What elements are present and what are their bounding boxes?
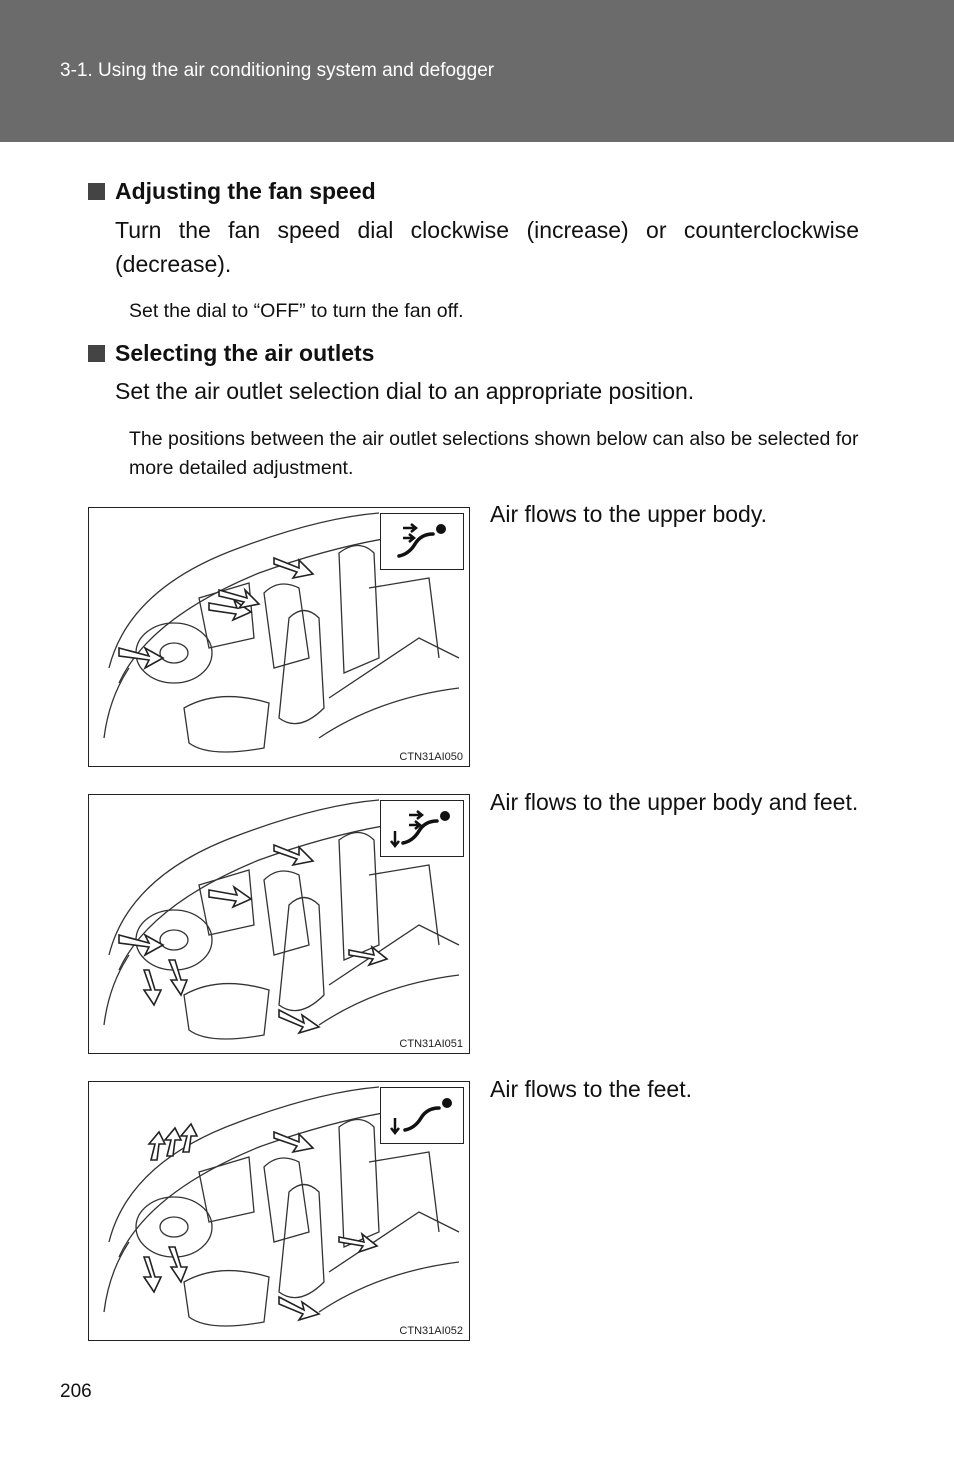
- air-outlets-note: The positions between the air outlet sel…: [129, 428, 859, 479]
- figure-caption-upper-body-and-feet: Air flows to the upper body and feet.: [490, 789, 859, 815]
- figure-code: CTN31AI050: [399, 751, 463, 763]
- section-heading-fan-speed: Adjusting the fan speed: [88, 178, 376, 205]
- figure-code: CTN31AI052: [399, 1325, 463, 1337]
- car-interior-illustration: [103, 1086, 460, 1327]
- page-header: 3-1. Using the air conditioning system a…: [0, 0, 954, 142]
- fan-speed-heading: Adjusting the fan speed: [115, 178, 376, 204]
- car-interior-illustration: [103, 799, 460, 1040]
- fan-speed-note: Set the dial to “OFF” to turn the fan of…: [129, 300, 464, 322]
- figure-feet: CTN31AI052: [88, 1081, 470, 1341]
- figure-code: CTN31AI051: [399, 1038, 463, 1050]
- air-outlets-body: Set the air outlet selection dial to an …: [115, 378, 695, 404]
- figure-upper-body: CTN31AI050: [88, 507, 470, 767]
- page-number: 206: [60, 1381, 92, 1402]
- fan-speed-body: Turn the fan speed dial clockwise (incre…: [115, 217, 859, 277]
- figure-upper-body-and-feet: CTN31AI051: [88, 794, 470, 1054]
- car-interior-illustration: [103, 512, 460, 753]
- section-heading-air-outlets: Selecting the air outlets: [88, 340, 374, 367]
- bi-level-vent-icon: [380, 800, 464, 857]
- figure-caption-feet: Air flows to the feet.: [490, 1076, 692, 1102]
- air-outlets-heading: Selecting the air outlets: [115, 340, 375, 366]
- header-title: 3-1. Using the air conditioning system a…: [60, 60, 495, 81]
- foot-vent-icon: [380, 1087, 464, 1144]
- bullet-square-icon: [88, 183, 105, 200]
- face-vent-icon: [380, 513, 464, 570]
- figure-caption-upper-body: Air flows to the upper body.: [490, 501, 767, 527]
- bullet-square-icon: [88, 345, 105, 362]
